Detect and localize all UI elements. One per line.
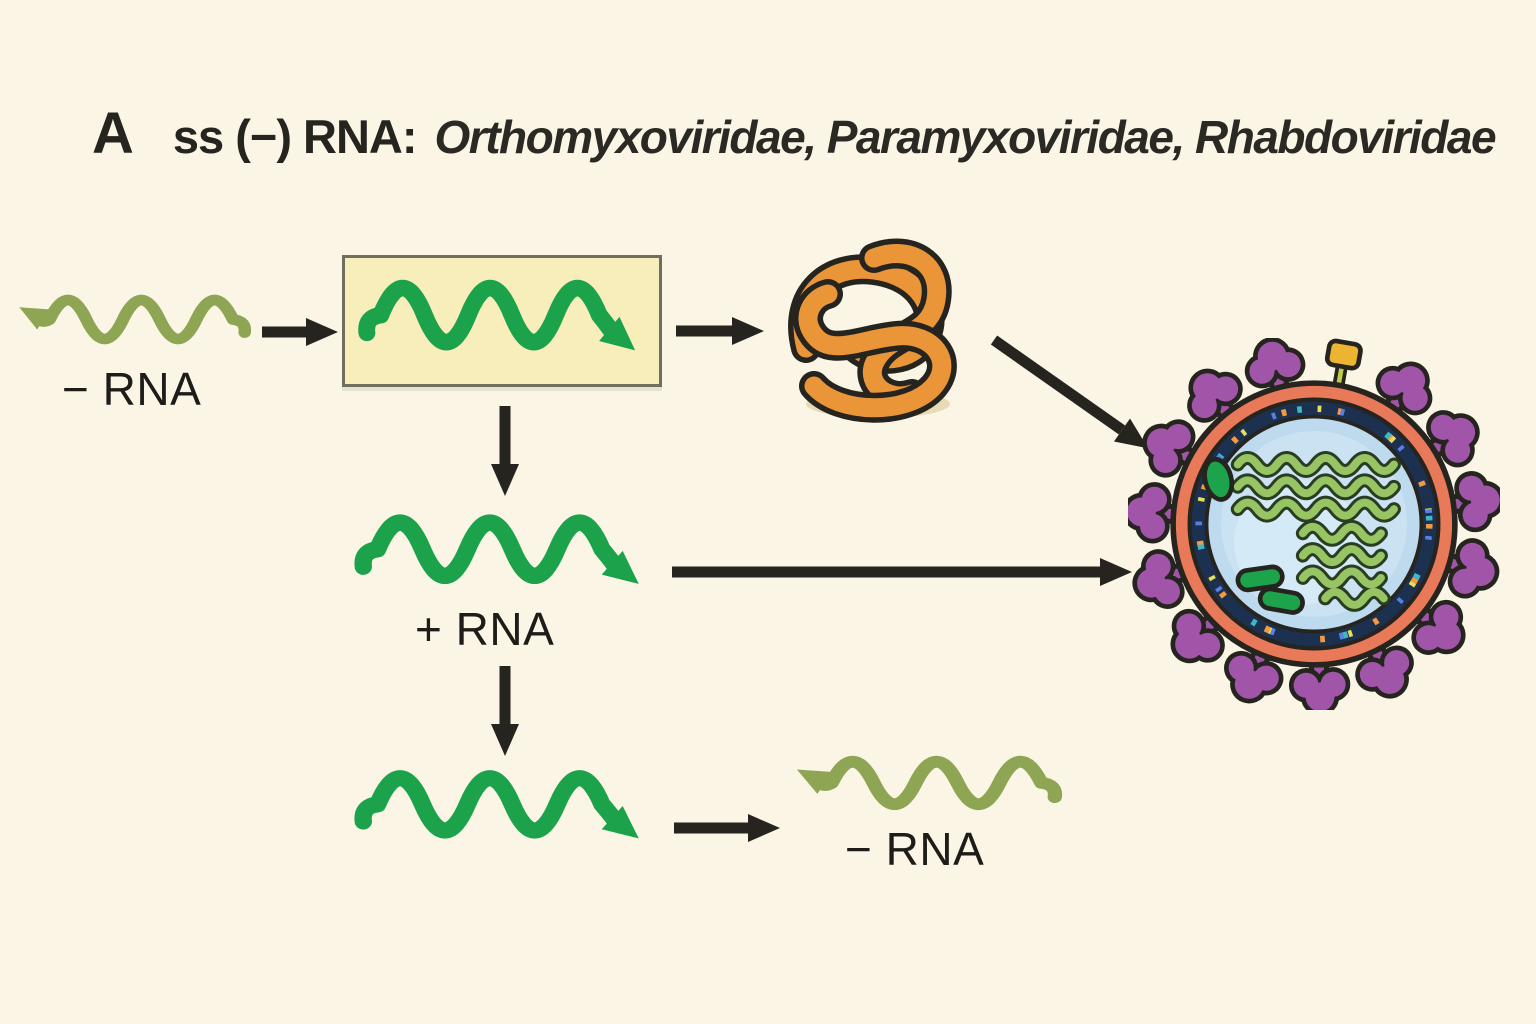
template-genome-label: − RNA — [62, 363, 202, 415]
flow-arrow-icon — [676, 317, 764, 345]
positive-rna-wave-icon — [354, 514, 639, 584]
flow-arrow-icon — [672, 558, 1132, 586]
internal-protein-blobs — [1202, 456, 1305, 615]
virus-families-label: Orthomyxoviridae, Paramyxoviridae, Rhabd… — [434, 111, 1497, 163]
flow-arrow-icon — [491, 666, 519, 756]
mrna-wave-icon — [358, 279, 636, 351]
panel-label: A — [92, 101, 134, 166]
figure-title: A ss (−) RNA: Orthomyxoviridae, Paramyxo… — [92, 100, 1497, 167]
flow-arrow-icon — [262, 318, 338, 346]
negative-rna-wave-icon — [19, 294, 252, 345]
negative-rna-wave-icon — [796, 756, 1063, 810]
antigenome-label: + RNA — [415, 603, 555, 655]
genome-type-label: ss (−) RNA: — [172, 110, 418, 163]
positive-rna-wave-icon — [354, 770, 639, 839]
virion-icon — [1128, 338, 1500, 710]
flow-arrow-icon — [990, 335, 1149, 449]
flow-arrow-icon — [491, 406, 519, 496]
progeny-genome-label: − RNA — [845, 823, 985, 875]
genome-coil-segments — [1230, 451, 1401, 612]
protein-tangle-icon — [788, 238, 957, 423]
flow-arrow-icon — [674, 814, 780, 842]
